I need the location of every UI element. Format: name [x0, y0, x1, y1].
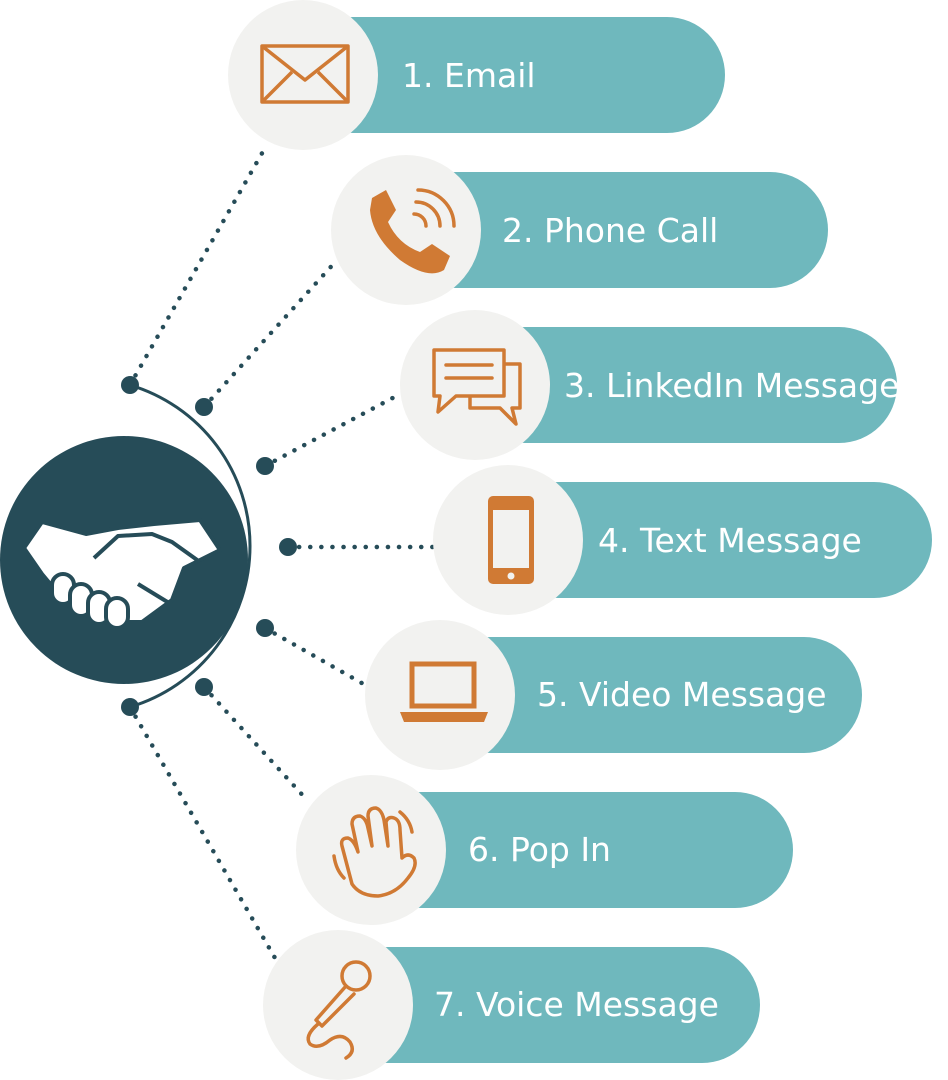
envelope-icon [260, 44, 350, 104]
hub-arc [129, 383, 252, 709]
channel-pill [295, 17, 725, 133]
microphone-icon [306, 960, 372, 1060]
channel-pill [467, 327, 897, 443]
connector-line-5 [262, 625, 370, 689]
channel-pill [330, 947, 760, 1063]
connector-line-7 [127, 704, 278, 961]
channel-label: 4. Text Message [598, 521, 862, 560]
channel-pill [432, 637, 862, 753]
channel-label: 1. Email [402, 56, 536, 95]
icon-circle [365, 620, 515, 770]
icon-circle [296, 775, 446, 925]
smartphone-icon [488, 496, 534, 584]
channel-pop-in: 6. Pop In [296, 775, 793, 925]
connector-line-1 [127, 145, 268, 388]
icon-circle [228, 0, 378, 150]
handshake-icon [22, 518, 222, 630]
connector-node-3 [256, 457, 274, 475]
connector-line-3 [262, 390, 405, 469]
channel-label: 5. Video Message [537, 675, 827, 714]
hub [0, 436, 248, 684]
channel-email: 1. Email [228, 0, 725, 150]
channel-pill [500, 482, 932, 598]
connector-node-7 [121, 698, 139, 716]
chat-bubbles-icon [432, 348, 522, 426]
connector-line-6 [201, 684, 310, 803]
channel-phone-call: 2. Phone Call [331, 155, 828, 305]
connector-node-5 [256, 619, 274, 637]
channel-pill [363, 792, 793, 908]
waving-hand-icon [332, 806, 417, 898]
laptop-icon [400, 661, 488, 722]
connector-node-4 [279, 538, 297, 556]
channel-linkedin-message: 3. LinkedIn Message [400, 310, 899, 460]
channel-label: 7. Voice Message [434, 985, 719, 1024]
channel-pill [398, 172, 828, 288]
connector-node-6 [195, 678, 213, 696]
channel-voice-message: 7. Voice Message [263, 930, 760, 1080]
connector-node-2 [195, 398, 213, 416]
phone-icon [370, 188, 456, 274]
channel-label: 6. Pop In [468, 830, 611, 869]
channel-text-message: 4. Text Message [433, 465, 932, 615]
channel-label: 2. Phone Call [502, 211, 718, 250]
channel-label: 3. LinkedIn Message [564, 366, 899, 405]
icon-circle [263, 930, 413, 1080]
connector-line-2 [201, 257, 340, 410]
icon-circle [331, 155, 481, 305]
channel-video-message: 5. Video Message [365, 620, 862, 770]
connector-node-1 [121, 376, 139, 394]
connectors [121, 145, 437, 961]
